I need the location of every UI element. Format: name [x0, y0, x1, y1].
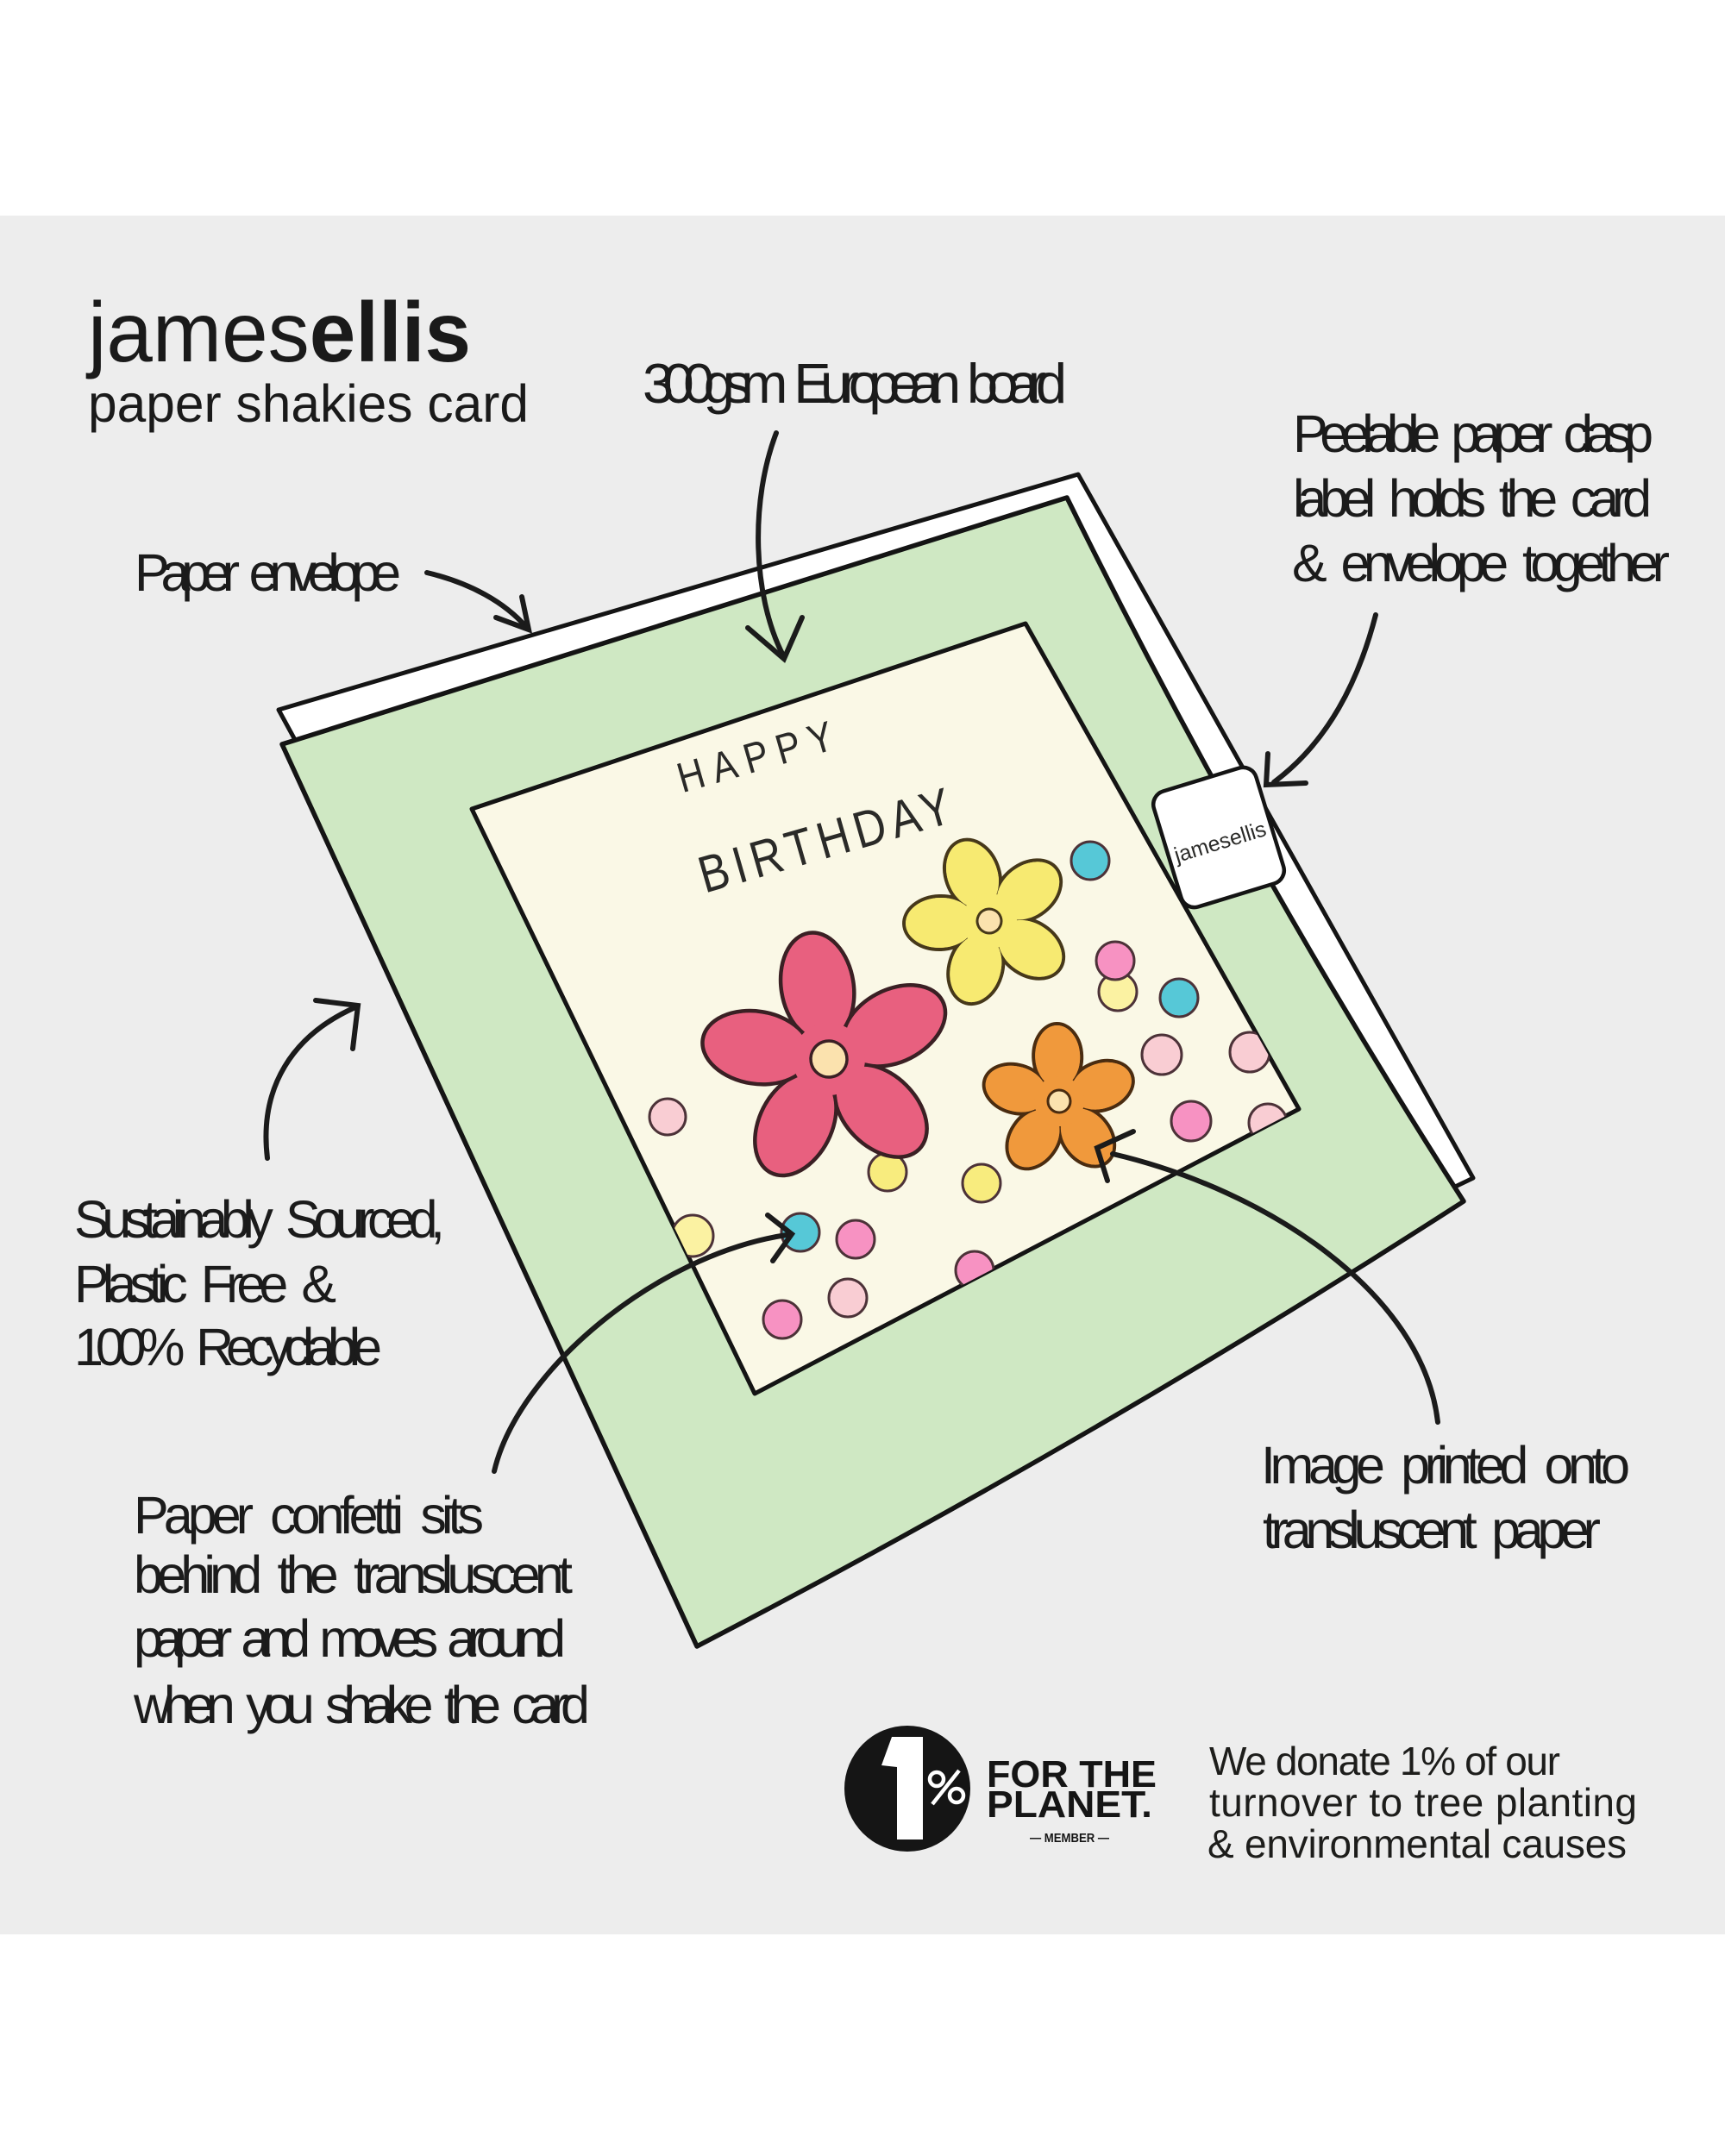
svg-text:Paper envelope: Paper envelope [135, 543, 401, 602]
svg-text:PLANET.: PLANET. [987, 1783, 1152, 1826]
svg-text:paper shakies card: paper shakies card [88, 374, 529, 433]
svg-text:Sustainably Sourced,: Sustainably Sourced, [74, 1190, 445, 1249]
svg-text:Image printed onto: Image printed onto [1261, 1436, 1630, 1495]
svg-text:& environmental causes: & environmental causes [1208, 1821, 1627, 1866]
svg-text:paper and moves around: paper and moves around [134, 1609, 566, 1668]
svg-text:transluscent paper: transluscent paper [1263, 1501, 1601, 1559]
svg-text:300gsm European board: 300gsm European board [643, 352, 1067, 415]
svg-text:when you shake the card: when you shake the card [133, 1676, 590, 1734]
svg-text:label holds the card: label holds the card [1293, 469, 1652, 528]
svg-text:We donate 1% of our: We donate 1% of our [1209, 1739, 1560, 1783]
svg-text:& envelope together: & envelope together [1292, 534, 1670, 592]
svg-text:behind the transluscent: behind the transluscent [134, 1545, 573, 1604]
svg-text:Paper confetti sits: Paper confetti sits [134, 1486, 484, 1545]
svg-text:turnover to tree planting: turnover to tree planting [1209, 1780, 1637, 1825]
svg-text:— MEMBER —: — MEMBER — [1030, 1831, 1109, 1846]
svg-text:jamesellis: jamesellis [85, 285, 471, 379]
svg-text:FOR THE: FOR THE [987, 1753, 1157, 1796]
svg-text:Plastic Free &: Plastic Free & [74, 1255, 336, 1313]
svg-text:Peelable paper clasp: Peelable paper clasp [1293, 404, 1653, 463]
svg-text:100% Recyclable: 100% Recyclable [74, 1318, 382, 1376]
